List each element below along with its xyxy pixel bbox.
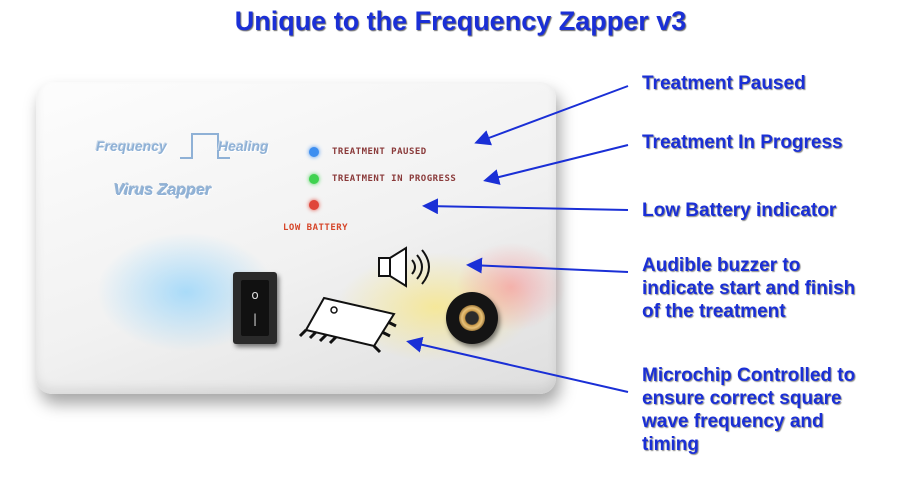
device-logo: Frequency Healing	[96, 128, 286, 168]
led-low-battery	[309, 200, 319, 210]
label-treatment-paused: TREATMENT PAUSED	[332, 147, 427, 157]
annotation-line: Low Battery indicator	[642, 200, 837, 221]
brand-right-text: Healing	[218, 138, 269, 154]
annotation-line: Treatment Paused	[642, 73, 806, 94]
led-treatment-in-progress	[309, 174, 319, 184]
annotation-line: Audible buzzer to	[642, 255, 801, 276]
label-treatment-in-progress: TREATMENT IN PROGRESS	[332, 174, 457, 184]
arrow-treatment-paused	[474, 85, 629, 146]
brand-left-text: Frequency	[96, 138, 167, 154]
output-jack[interactable]	[446, 292, 498, 344]
annotation-microchip: Microchip Controlled to ensure correct s…	[642, 364, 855, 456]
label-low-battery: LOW BATTERY	[283, 223, 349, 233]
switch-rocker[interactable]: o |	[241, 280, 269, 336]
annotation-line: indicate start and finish	[642, 278, 856, 299]
product-name: Virus Zapper	[114, 182, 212, 199]
annotation-line: timing	[642, 434, 699, 455]
annotation-treatment-in-progress: Treatment In Progress	[642, 131, 843, 154]
annotation-line: ensure correct square	[642, 388, 842, 409]
arrow-low-battery	[422, 198, 629, 215]
annotation-line: Microchip Controlled to	[642, 365, 856, 386]
square-wave-icon	[180, 133, 230, 159]
arrow-buzzer	[466, 257, 629, 274]
arrow-treatment-in-progress	[483, 144, 629, 185]
zapper-device: Frequency Healing Virus Zapper TREATMENT…	[36, 82, 566, 394]
annotation-low-battery: Low Battery indicator	[642, 199, 836, 222]
annotation-line: of the treatment	[642, 301, 786, 322]
switch-bottom-mark: |	[252, 312, 258, 326]
output-jack-ring	[459, 305, 485, 331]
annotation-buzzer: Audible buzzer to indicate start and fin…	[642, 254, 855, 323]
annotation-line: Treatment In Progress	[642, 132, 843, 153]
switch-top-mark: o	[251, 288, 259, 302]
power-switch[interactable]: o |	[233, 272, 277, 344]
annotation-treatment-paused: Treatment Paused	[642, 72, 806, 95]
speaker-icon	[378, 246, 430, 288]
microchip-icon	[298, 296, 397, 354]
led-treatment-paused	[309, 147, 319, 157]
annotation-line: wave frequency and	[642, 411, 824, 432]
page-title: Unique to the Frequency Zapper v3	[234, 6, 687, 36]
arrow-microchip	[406, 336, 629, 393]
